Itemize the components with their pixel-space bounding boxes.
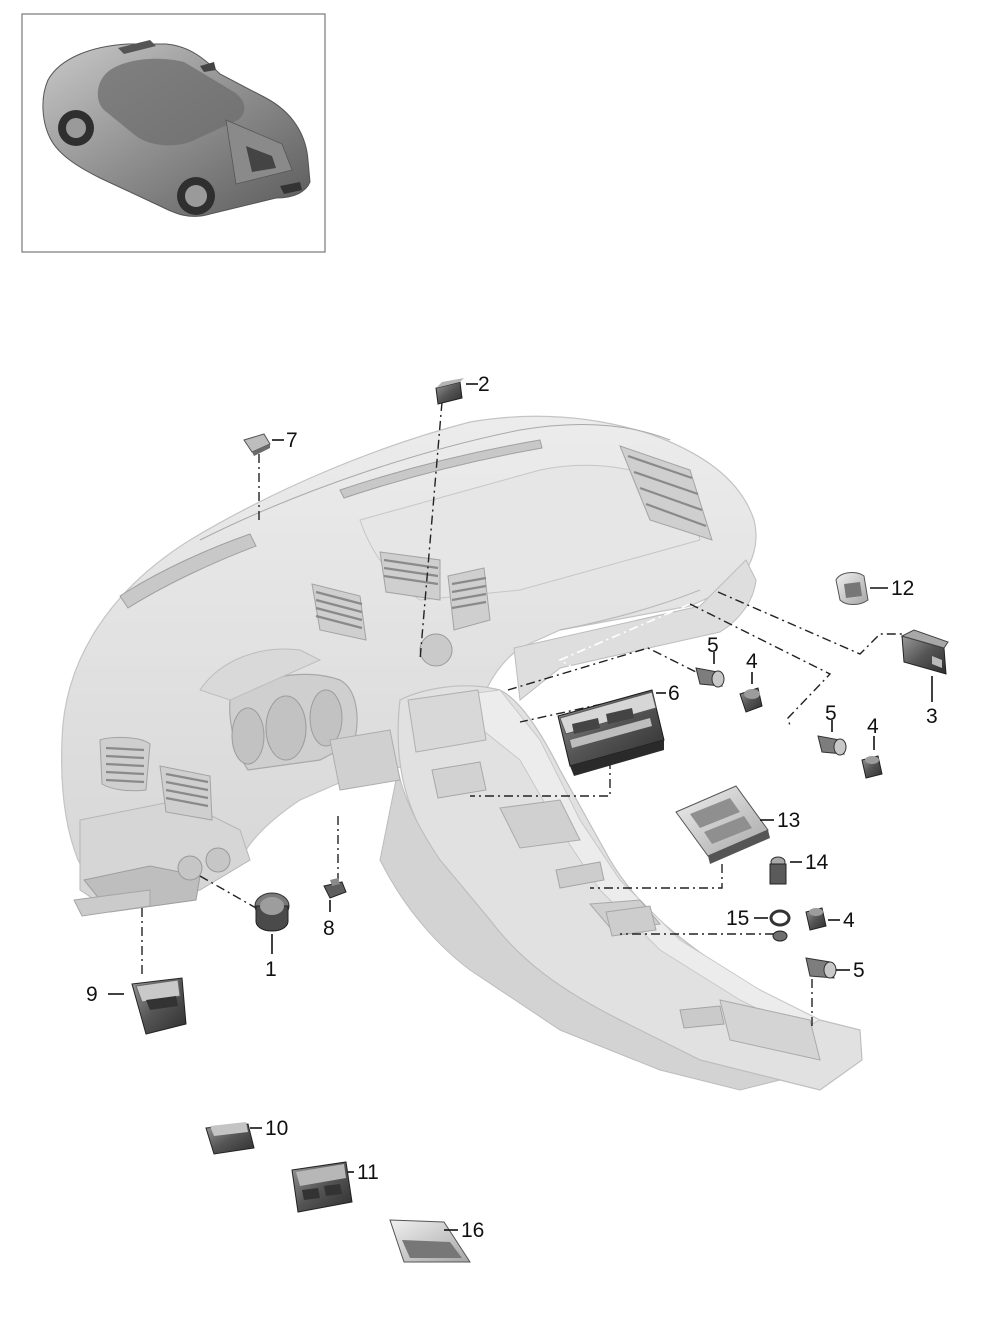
part-10-switch — [205, 1122, 255, 1155]
parts — [131, 378, 949, 1263]
callout-12: 12 — [891, 577, 914, 600]
callout-8: 8 — [323, 917, 335, 940]
callout-14: 14 — [805, 851, 829, 874]
callout-13: 13 — [777, 809, 800, 832]
part-4-cap-lower — [805, 907, 827, 931]
connection-lines — [141, 401, 902, 1030]
dashboard-assembly — [61, 415, 863, 1091]
callout-4-lower: 4 — [843, 909, 855, 932]
part-9-switch-block — [131, 977, 187, 1035]
part-5-socket-upper — [695, 667, 725, 688]
part-7-sensor — [243, 433, 271, 456]
leader-lines — [108, 383, 933, 1231]
part-2-switch — [435, 378, 464, 405]
callout-labels: 2 7 12 3 5 4 6 5 4 13 14 15 4 5 1 8 9 10… — [86, 373, 938, 1242]
part-8-bracket — [323, 878, 347, 899]
part-5-socket-middle — [817, 735, 847, 756]
callout-9: 9 — [86, 983, 98, 1006]
part-16-trim-strip — [389, 1219, 471, 1263]
callout-3: 3 — [926, 705, 938, 728]
part-11-window-switch — [291, 1161, 353, 1213]
air-vents — [99, 439, 713, 821]
callout-6: 6 — [668, 682, 680, 705]
vehicle-thumbnail — [21, 13, 326, 253]
part-4-cap-middle — [861, 755, 883, 779]
part-14-connector — [769, 856, 787, 885]
callout-5-middle: 5 — [825, 702, 837, 725]
callout-11: 11 — [357, 1161, 379, 1184]
part-1-light-switch — [254, 892, 290, 932]
callout-4-upper: 4 — [746, 650, 758, 673]
callout-15: 15 — [726, 907, 749, 930]
part-12-switch — [835, 572, 869, 605]
callout-4-middle: 4 — [867, 715, 879, 738]
part-15-ring — [769, 909, 791, 942]
callout-10: 10 — [265, 1117, 288, 1140]
car-illustration — [42, 40, 311, 217]
callout-7: 7 — [286, 429, 298, 452]
callout-1: 1 — [265, 958, 277, 981]
part-3-module — [900, 629, 949, 675]
callout-5-lower: 5 — [853, 959, 865, 982]
callout-5-upper: 5 — [707, 634, 719, 657]
part-13-switch-panel — [675, 785, 770, 864]
part-5-socket-lower — [805, 957, 837, 979]
callout-2: 2 — [478, 373, 490, 396]
callout-16: 16 — [461, 1219, 484, 1242]
part-4-cap-upper — [739, 687, 763, 713]
part-6-control-panel — [557, 689, 665, 776]
